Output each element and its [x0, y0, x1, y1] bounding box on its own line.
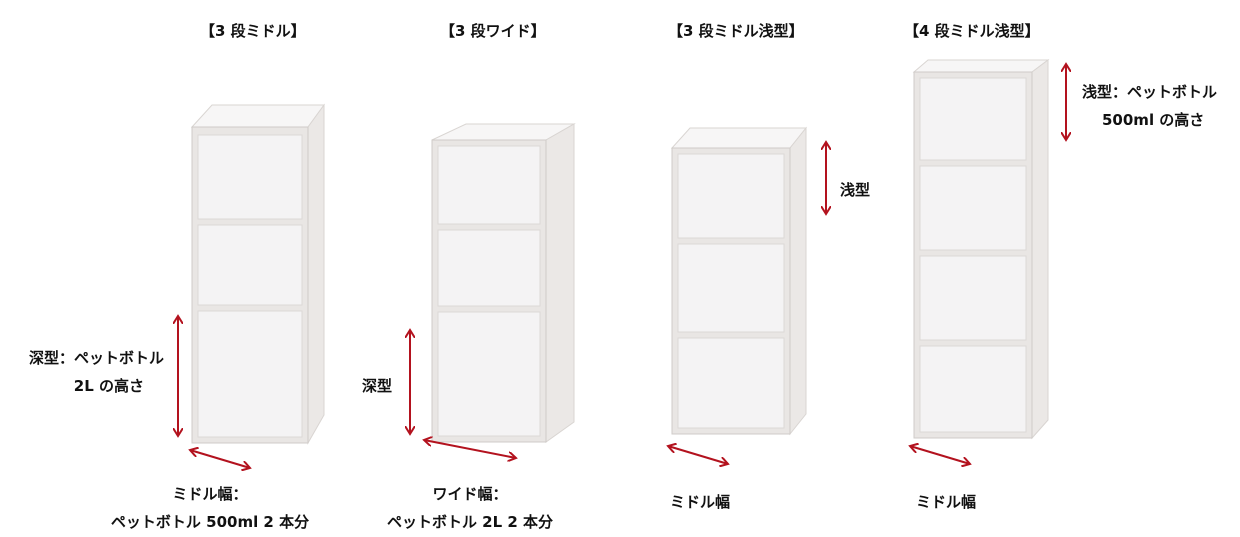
- height-arrow-icon: [1056, 60, 1076, 144]
- storage-unit-3-middle-shallow-image: [670, 126, 808, 436]
- width-label: ミドル幅: [670, 488, 730, 516]
- storage-unit-3-middle-image: [190, 103, 325, 445]
- depth-label: 浅型: [840, 176, 870, 204]
- depth-label-line: 500ml の高さ: [1102, 111, 1205, 129]
- depth-label-line: 深型: [362, 377, 393, 395]
- width-arrow-icon: [906, 442, 976, 468]
- width-arrow-icon: [186, 446, 256, 474]
- height-arrow-icon: [168, 312, 188, 440]
- product-title-3-middle: 【3 段ミドル】: [200, 22, 306, 40]
- storage-unit-3-wide-image: [431, 123, 576, 443]
- depth-label-line: 2L の高さ: [73, 377, 144, 395]
- width-label-line: ワイド幅：: [432, 485, 508, 503]
- height-arrow-icon: [400, 326, 420, 438]
- depth-label: 深型：ペットボトル 2L の高さ: [6, 344, 164, 400]
- width-label-line: ミドル幅: [670, 493, 731, 511]
- width-label: ミドル幅： ペットボトル 500ml 2 本分: [80, 480, 340, 536]
- width-label: ミドル幅: [916, 488, 976, 516]
- width-label-line: ペットボトル 2L 2 本分: [386, 513, 554, 531]
- product-title-3-wide: 【3 段ワイド】: [440, 22, 546, 40]
- depth-label: 深型: [362, 372, 392, 400]
- product-title-3-middle-shallow: 【3 段ミドル浅型】: [668, 22, 804, 40]
- product-title-4-middle-shallow: 【4 段ミドル浅型】: [904, 22, 1040, 40]
- width-arrow-icon: [664, 442, 734, 468]
- width-arrow-icon: [420, 436, 520, 462]
- height-arrow-icon: [816, 138, 836, 218]
- depth-label-line: 浅型：ペットボトル: [1082, 83, 1218, 101]
- depth-label: 浅型：ペットボトル 500ml の高さ: [1082, 78, 1222, 134]
- depth-label-line: 浅型: [840, 181, 871, 199]
- width-label-line: ペットボトル 500ml 2 本分: [110, 513, 310, 531]
- depth-label-line: 深型：ペットボトル: [28, 349, 164, 367]
- width-label-line: ミドル幅: [916, 493, 977, 511]
- storage-unit-4-middle-shallow-image: [912, 59, 1050, 440]
- width-label-line: ミドル幅：: [172, 485, 248, 503]
- width-label: ワイド幅： ペットボトル 2L 2 本分: [350, 480, 590, 536]
